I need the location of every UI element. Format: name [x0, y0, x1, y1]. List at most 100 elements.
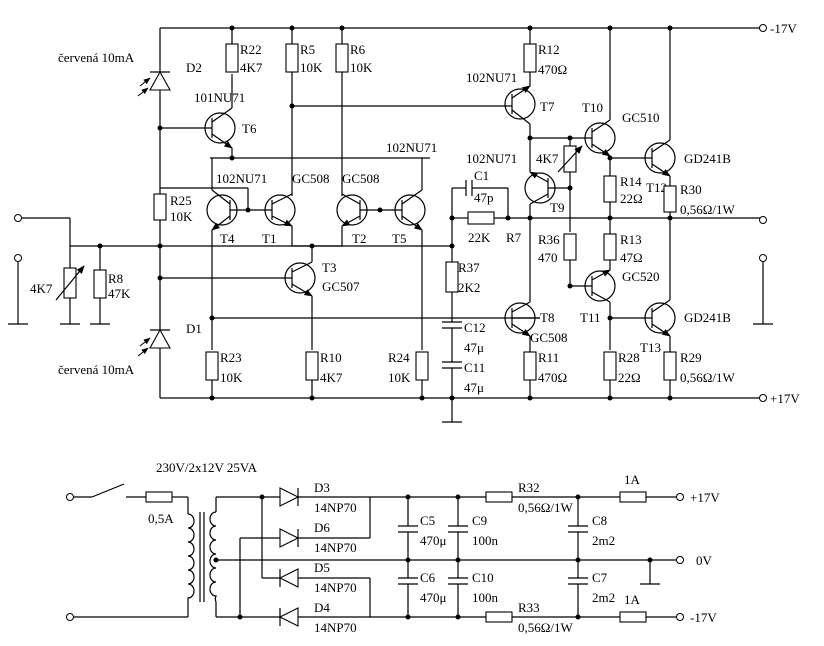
d4-type: 14NP70	[314, 620, 357, 635]
r10-name: R10	[320, 350, 342, 365]
r28-value: 22Ω	[618, 370, 641, 385]
d3-name: D3	[314, 480, 330, 495]
r10-resistor	[305, 351, 319, 381]
transformer-label: 230V/2x12V 25VA	[156, 460, 258, 475]
c10-value: 100n	[472, 590, 499, 605]
r11-value: 470Ω	[538, 370, 567, 385]
mains-input	[66, 483, 195, 621]
r13-resistor	[603, 233, 617, 261]
neg-output-terminal	[676, 613, 684, 621]
fuse-main-label: 0,5A	[148, 511, 174, 526]
r36-resistor	[563, 233, 577, 261]
t7-transistor	[292, 85, 536, 172]
terminals	[14, 24, 767, 402]
t7-name: T7	[540, 99, 555, 114]
led-bottom-label: červená 10mA	[58, 362, 135, 377]
d5-type: 14NP70	[314, 580, 357, 595]
d4-name: D4	[314, 600, 330, 615]
c5-value: 470μ	[420, 533, 447, 548]
t2-name: T2	[352, 231, 366, 246]
r22-name: R22	[240, 42, 262, 57]
r25-value: 10K	[170, 209, 193, 224]
t3-type: GC507	[322, 279, 360, 294]
r5-name: R5	[300, 42, 315, 57]
t3-name: T3	[322, 260, 336, 275]
t11-name: T11	[580, 310, 600, 325]
r28-resistor	[603, 351, 617, 381]
r29-value: 0,56Ω/1W	[680, 370, 736, 385]
t10-type: GC510	[622, 110, 660, 125]
neg-rail-label: -17V	[770, 21, 797, 36]
c9-value: 100n	[472, 533, 499, 548]
r14-name: R14	[620, 174, 642, 189]
pos-output-terminal	[676, 493, 684, 501]
d1-label: D1	[186, 321, 202, 336]
r32-value: 0,56Ω/1W	[518, 500, 574, 515]
r12-name: R12	[538, 42, 560, 57]
input-network	[8, 217, 432, 325]
c12-value: 47μ	[464, 340, 484, 355]
c8-value: 2m2	[592, 533, 615, 548]
r30-name: R30	[680, 182, 702, 197]
led-top-label: červená 10mA	[58, 50, 135, 65]
r37-name: R37	[458, 260, 480, 275]
d6-name: D6	[314, 520, 330, 535]
r5-resistor	[285, 43, 299, 73]
r37-value: 2K2	[458, 280, 480, 295]
d2-label: D2	[186, 60, 202, 75]
r10-value: 4K7	[320, 370, 343, 385]
d5-name: D5	[314, 560, 330, 575]
t13-type: GD241B	[684, 310, 731, 325]
t2-type: GC508	[342, 171, 380, 186]
zero-output-label: 0V	[696, 553, 713, 568]
fuse-pos-label: 1A	[624, 472, 641, 487]
neg-output-label: -17V	[690, 610, 717, 625]
r7-name: R7	[506, 230, 522, 245]
r6-resistor	[335, 43, 349, 73]
r12-resistor	[523, 43, 537, 73]
r23-resistor	[205, 351, 219, 381]
pos-rail-label: +17V	[770, 391, 800, 406]
r14-value: 22Ω	[620, 191, 643, 206]
c6-name: C6	[420, 570, 436, 585]
r6-name: R6	[350, 42, 366, 57]
r24-value: 10K	[388, 370, 411, 385]
t8-transistor	[504, 301, 540, 352]
zero-output-terminal	[676, 556, 684, 564]
c11-name: C11	[464, 360, 485, 375]
r11-resistor	[523, 351, 537, 381]
r14-resistor	[603, 175, 617, 203]
r30-resistor	[663, 185, 677, 213]
t1-name: T1	[262, 231, 276, 246]
c7-name: C7	[592, 570, 608, 585]
t4-name: T4	[220, 231, 235, 246]
d2-led	[137, 70, 171, 131]
t5-name: T5	[392, 231, 406, 246]
filter-network	[370, 491, 676, 623]
d3-type: 14NP70	[314, 500, 357, 515]
c8-name: C8	[592, 513, 607, 528]
fuse-neg-label: 1A	[624, 592, 641, 607]
t6-type: 101NU71	[194, 90, 245, 105]
r36-value: 470	[538, 250, 558, 265]
t6-transistor	[160, 74, 236, 158]
r24-resistor	[415, 351, 429, 381]
t9-name: T9	[550, 200, 564, 215]
r25-resistor	[153, 193, 167, 221]
r11-name: R11	[538, 350, 559, 365]
t10-transistor	[570, 28, 616, 176]
t4-type: 102NU71	[216, 171, 267, 186]
r28-name: R28	[618, 350, 640, 365]
c12-capacitor	[442, 321, 462, 423]
c10-name: C10	[472, 570, 494, 585]
t8-type: GC508	[530, 330, 568, 345]
r29-resistor	[663, 351, 677, 381]
r8-value: 47K	[108, 286, 131, 301]
t12-transistor	[644, 28, 676, 186]
r22-resistor	[225, 43, 239, 73]
pos-output-label: +17V	[690, 490, 720, 505]
t12-type: GD241B	[684, 151, 731, 166]
r7-resistor	[467, 211, 495, 225]
r25-name: R25	[170, 193, 192, 208]
r36-name: R36	[538, 232, 560, 247]
